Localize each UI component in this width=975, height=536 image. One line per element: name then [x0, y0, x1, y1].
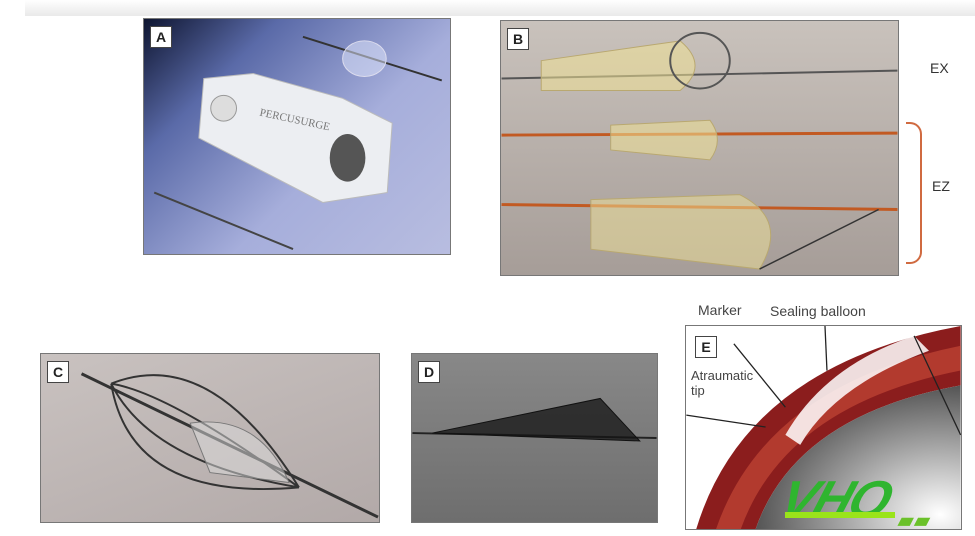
panel-e: E Atraumatic tip [685, 325, 962, 530]
ez-bracket [906, 122, 922, 264]
panel-d: D [411, 353, 658, 523]
top-bar [25, 0, 975, 16]
callout-marker: Marker [698, 302, 742, 318]
panel-c: C [40, 353, 380, 523]
filter-catheters-illustration [501, 31, 898, 270]
watermark-logo: VHO [772, 471, 899, 529]
panel-d-tag: D [418, 361, 440, 383]
panel-a: A PERCUSURGE [143, 18, 451, 255]
panel-e-tag: E [695, 336, 717, 358]
basket-filter-illustration [80, 372, 379, 519]
percusurge-device-illustration [153, 35, 443, 250]
vessel-balloon-illustration [686, 326, 961, 529]
mesh-filter-illustration [412, 397, 657, 442]
panel-a-tag: A [150, 26, 172, 48]
panel-c-tag: C [47, 361, 69, 383]
watermark-bar [785, 512, 895, 518]
callout-atraumatic-tip: Atraumatic tip [691, 368, 754, 398]
panel-b-tag: B [507, 28, 529, 50]
watermark-dots: ▰▰ [898, 510, 931, 532]
panel-b: B [500, 20, 899, 276]
label-ez: EZ [932, 178, 950, 194]
label-ex: EX [930, 60, 949, 76]
callout-sealing-balloon: Sealing balloon [770, 303, 866, 319]
